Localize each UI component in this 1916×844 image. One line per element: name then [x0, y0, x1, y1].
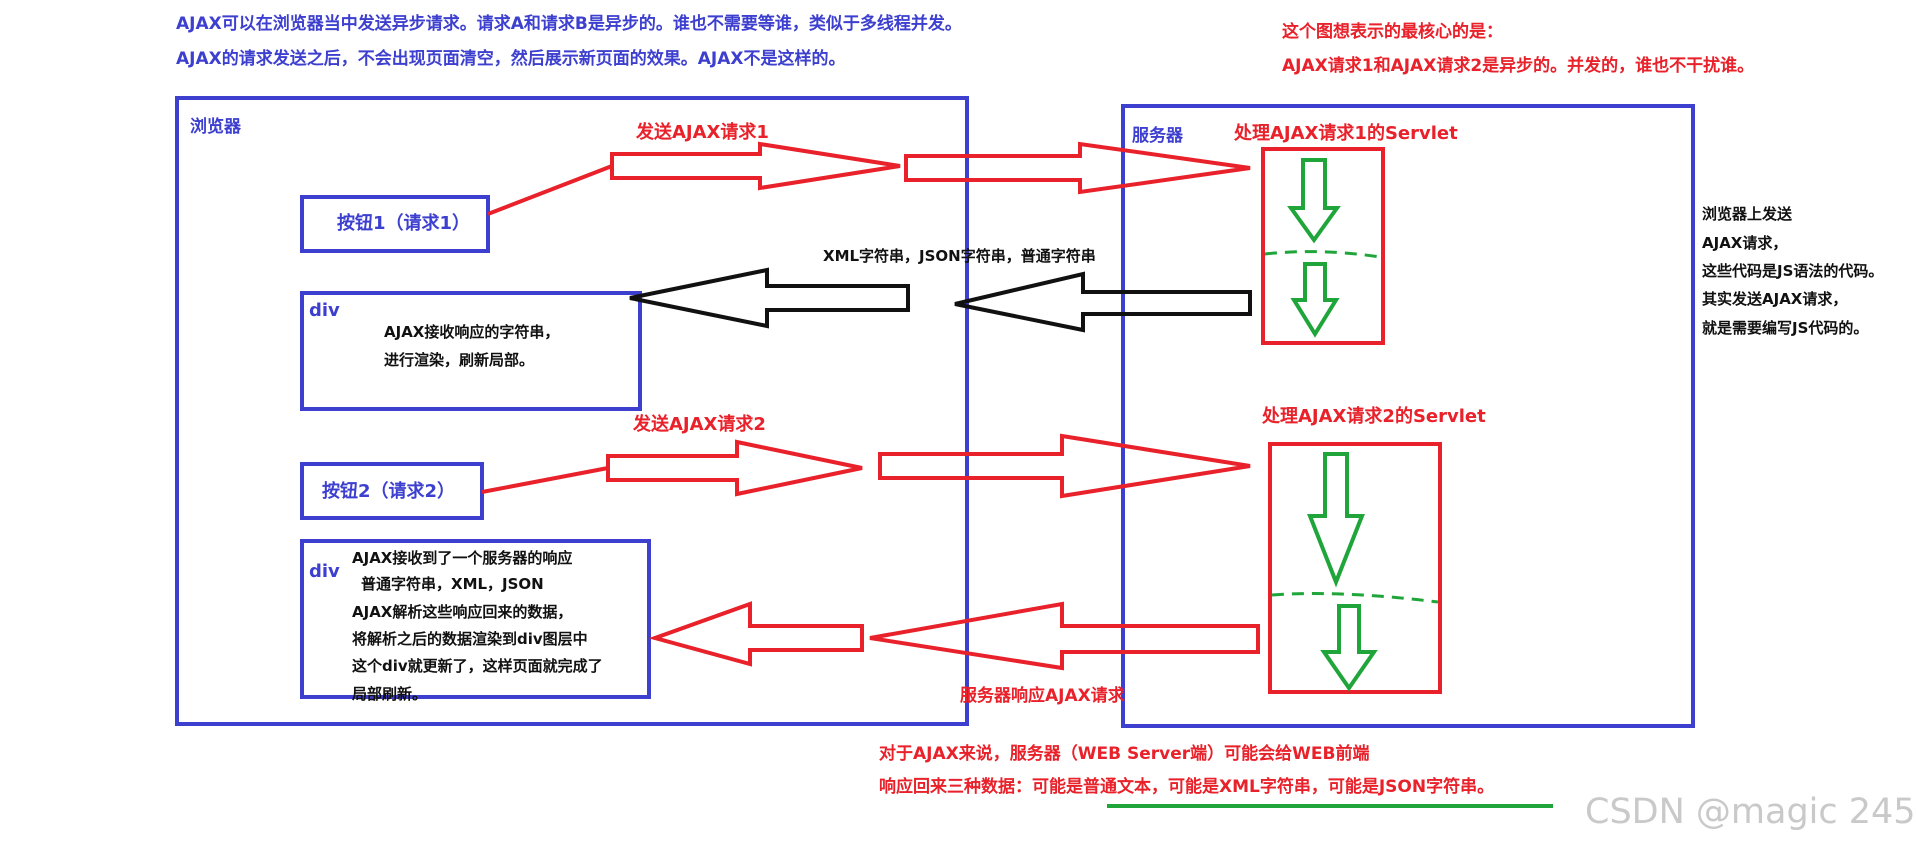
button1-label[interactable]: 按钮1（请求1） — [337, 213, 471, 234]
server-frame — [1121, 104, 1695, 728]
div2-line: AJAX解析这些响应回来的数据， — [352, 603, 573, 621]
div2-line: AJAX接收到了一个服务器的响应 — [352, 549, 573, 567]
div1-line1: AJAX接收响应的字符串， — [384, 323, 560, 341]
div1-tag: div — [309, 300, 340, 321]
servlet1-box — [1261, 147, 1385, 345]
button1-connector — [487, 164, 613, 216]
response2-arrow-b — [648, 601, 864, 667]
button2-label[interactable]: 按钮2（请求2） — [322, 481, 456, 502]
side-note-line: 这些代码是JS语法的代码。 — [1702, 262, 1884, 280]
intro-line2: AJAX的请求发送之后，不会出现页面清空，然后展示新页面的效果。AJAX不是这样… — [176, 49, 846, 69]
bottom-note-line2: 响应回来三种数据：可能是普通文本，可能是XML字符串，可能是JSON字符串。 — [879, 777, 1495, 797]
request1-arrow-a — [610, 141, 901, 191]
core-note-line1: 这个图想表示的最核心的是： — [1282, 22, 1503, 42]
servlet2-down-arrow-2 — [1320, 604, 1378, 692]
server-response-label: 服务器响应AJAX请求 — [960, 686, 1125, 706]
response2-arrow-a — [869, 601, 1260, 671]
servlet2-down-arrow-1 — [1307, 452, 1365, 588]
servlet2-title: 处理AJAX请求2的Servlet — [1262, 406, 1486, 427]
send1-label: 发送AJAX请求1 — [636, 122, 769, 143]
core-note-line2: AJAX请求1和AJAX请求2是异步的。并发的，谁也不干扰谁。 — [1282, 56, 1755, 76]
div2-line: 将解析之后的数据渲染到div图层中 — [352, 630, 588, 648]
div2-box — [300, 539, 651, 699]
browser-label: 浏览器 — [190, 117, 241, 137]
response-types-label: XML字符串，JSON字符串，普通字符串 — [823, 247, 1096, 265]
div1-box — [300, 291, 642, 411]
button1-box[interactable] — [300, 195, 490, 253]
response1-arrow-a — [954, 271, 1252, 333]
request2-arrow-a — [606, 439, 863, 497]
bottom-note-line1: 对于AJAX来说，服务器（WEB Server端）可能会给WEB前端 — [879, 744, 1370, 764]
browser-frame — [175, 96, 969, 726]
side-note-line: 浏览器上发送 — [1702, 205, 1793, 223]
side-note-line: 就是需要编写JS代码的。 — [1702, 319, 1869, 337]
servlet1-down-arrow-2 — [1290, 262, 1340, 338]
servlet1-divider — [1264, 250, 1381, 259]
watermark: CSDN @magic 245 — [1585, 792, 1916, 832]
servlet1-title: 处理AJAX请求1的Servlet — [1234, 123, 1458, 144]
button2-connector — [481, 466, 609, 494]
div2-line: 这个div就更新了，这样页面就完成了 — [352, 657, 603, 675]
div2-tag: div — [309, 561, 340, 582]
servlet1-down-arrow-1 — [1287, 158, 1341, 244]
servlet2-divider — [1271, 592, 1439, 604]
div2-line: 局部刷新。 — [352, 685, 428, 703]
div1-line2: 进行渲染，刷新局部。 — [384, 351, 535, 369]
server-label: 服务器 — [1132, 126, 1183, 146]
send2-label: 发送AJAX请求2 — [633, 414, 766, 435]
servlet2-box — [1268, 442, 1442, 694]
side-note-line: 其实发送AJAX请求， — [1702, 290, 1848, 308]
div2-line: 普通字符串，XML，JSON — [361, 575, 544, 593]
side-note-line: AJAX请求， — [1702, 234, 1788, 252]
request2-arrow-b — [878, 433, 1251, 499]
response1-arrow-b — [629, 267, 910, 329]
request1-arrow-b — [904, 141, 1251, 195]
intro-line1: AJAX可以在浏览器当中发送异步请求。请求A和请求B是异步的。谁也不需要等谁，类… — [176, 14, 962, 34]
